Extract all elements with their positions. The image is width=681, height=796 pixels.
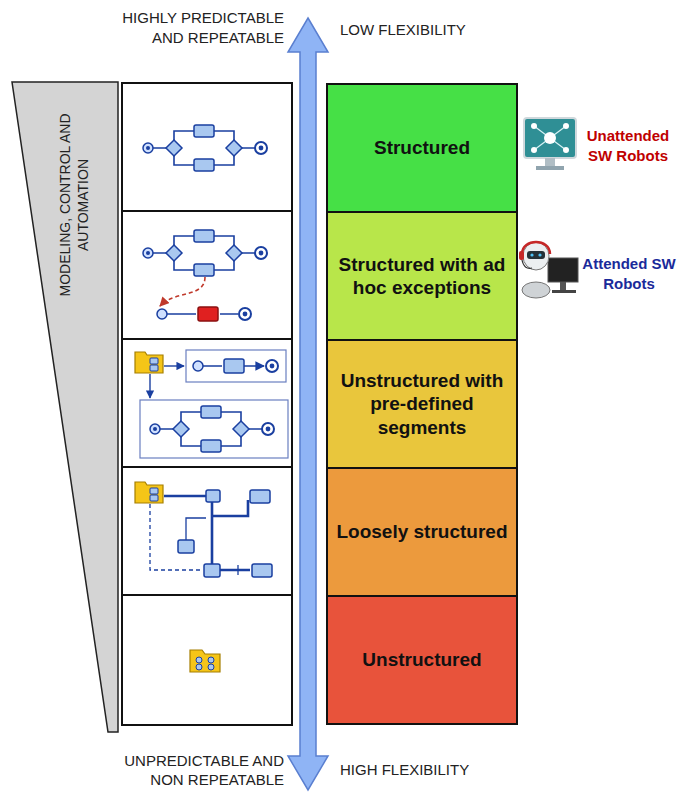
unattended-robot-icon-part: [545, 158, 555, 166]
attended-robot-icon-part: [523, 242, 549, 270]
segment-flow-part: [186, 350, 286, 382]
band-label: Unstructured with pre-defined segments: [336, 369, 508, 439]
exception-flow: [143, 230, 267, 321]
unattended-robot-icon-part: [524, 118, 576, 158]
loose-flow-part: [252, 564, 272, 577]
unstructured-folder: [190, 650, 220, 672]
unstructured-folder-part: [190, 650, 220, 672]
unstructured-folder-part: [208, 657, 214, 663]
axis-label: HIGH FLEXIBILITY: [340, 760, 540, 780]
loose-flow-part: [178, 540, 194, 553]
loose-flow-part: [186, 518, 206, 540]
segment-flow-part: [224, 359, 244, 373]
attended-robot-icon: [519, 242, 578, 298]
process-column: [122, 83, 292, 725]
unstructured-folder-part: [196, 657, 202, 663]
loose-flow-part: [150, 504, 202, 570]
automation-wedge: [12, 82, 118, 732]
unattended-robot-icon-part: [536, 166, 564, 170]
process-column-part: [122, 83, 292, 725]
unattended-robot-icon-part: [563, 147, 569, 153]
unattended-robot-icon-part: [534, 126, 566, 150]
segment-flow-part: [266, 360, 278, 372]
process-type-band: Structured with ad hoc exceptions: [326, 211, 518, 341]
robot-label: Unattended SW Robots: [579, 126, 677, 165]
loose-flow-part: [206, 490, 220, 502]
exception-flow-part: [160, 277, 205, 306]
loose-flow-part: [237, 565, 238, 575]
structured-flow: [143, 125, 267, 171]
process-type-band: Unstructured with pre-defined segments: [326, 339, 518, 469]
automation-wedge-part: [12, 82, 118, 732]
flexibility-arrow: [288, 18, 328, 790]
attended-robot-icon-part: [560, 282, 566, 290]
segment-flow-part: [193, 361, 203, 371]
exception-flow-part: [243, 312, 248, 317]
axis-label: LOW FLEXIBILITY: [340, 20, 540, 40]
exception-flow-part: [143, 230, 267, 276]
segment-flow-part: [135, 352, 163, 373]
unattended-robot-icon-part: [531, 147, 537, 153]
loose-flow-part: [135, 482, 163, 503]
attended-robot-icon-part: [538, 253, 541, 256]
loose-flow-part: [164, 496, 250, 570]
segment-flow-part: [149, 374, 150, 398]
attended-robot-icon-part: [522, 260, 532, 268]
axis-label: HIGHLY PREDICTABLE AND REPEATABLE: [92, 8, 284, 47]
attended-robot-icon-part: [527, 251, 545, 259]
robot-label: Attended SW Robots: [582, 254, 676, 293]
axis-label: UNPREDICTABLE AND NON REPEATABLE: [92, 752, 284, 790]
band-label: Structured with ad hoc exceptions: [336, 253, 508, 299]
unattended-robot-icon-part: [531, 123, 537, 129]
exception-flow-part: [157, 309, 167, 319]
attended-robot-icon-part: [552, 290, 576, 293]
loose-flow-part: [250, 490, 270, 503]
structured-flow-part: [143, 125, 267, 171]
band-label: Unstructured: [362, 648, 481, 671]
process-column-part: [122, 211, 292, 595]
attended-robot-icon-part: [522, 242, 550, 254]
segment-flow-part: [270, 364, 275, 369]
unstructured-folder-part: [196, 664, 202, 670]
attended-robot-icon-part: [522, 282, 550, 298]
wedge-label: MODELING, CONTROL AND AUTOMATION: [56, 95, 96, 315]
exception-flow-part: [198, 307, 218, 321]
exception-flow-part: [239, 308, 251, 320]
attended-robot-icon-part: [548, 258, 578, 282]
unattended-robot-icon-part: [563, 123, 569, 129]
loose-flow: [135, 482, 272, 577]
process-type-band: Structured: [326, 83, 518, 213]
band-label: Structured: [374, 136, 470, 159]
segment-flow: [135, 350, 288, 458]
process-type-band: Unstructured: [326, 595, 518, 725]
loose-flow-part: [204, 564, 220, 577]
process-type-band: Loosely structured: [326, 467, 518, 597]
unstructured-folder-part: [208, 664, 214, 670]
attended-robot-icon-part: [530, 253, 533, 256]
segment-flow-part: [140, 400, 288, 458]
unattended-robot-icon-part: [544, 132, 556, 144]
band-label: Loosely structured: [336, 520, 507, 543]
segment-flow-part: [164, 365, 184, 366]
flexibility-arrow-part: [288, 18, 328, 790]
segment-flow-part: [150, 406, 274, 452]
attended-robot-icon-part: [519, 251, 524, 260]
unattended-robot-icon: [524, 118, 576, 170]
